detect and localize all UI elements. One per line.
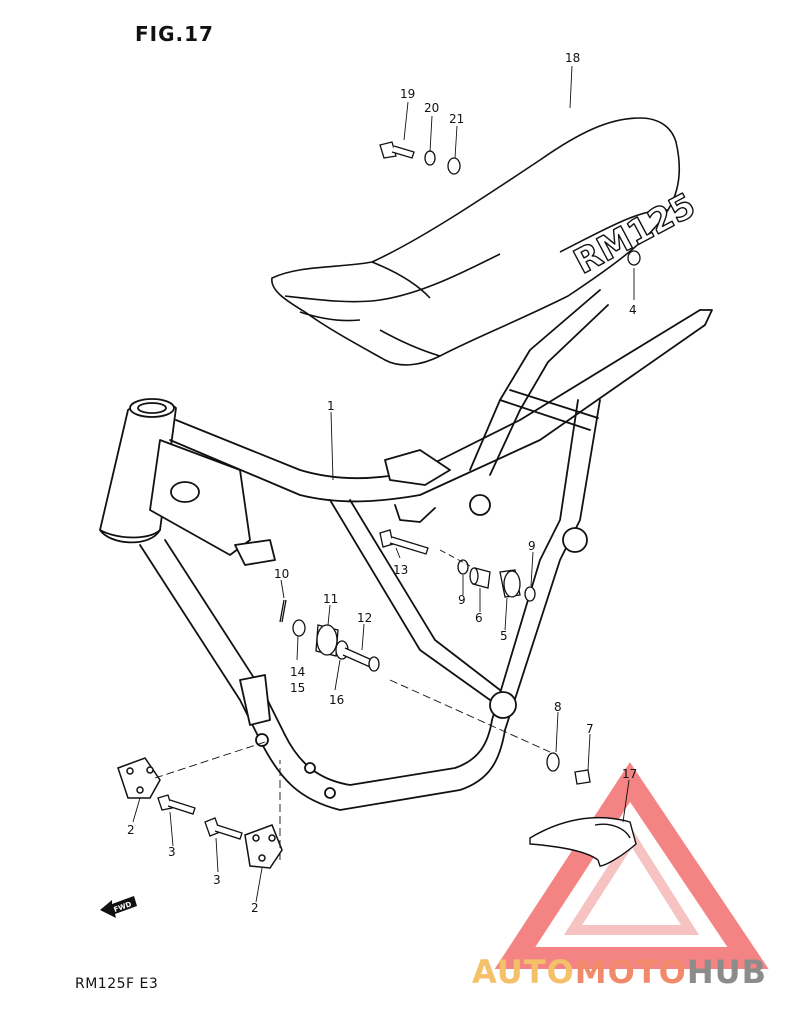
callout-19: 19 xyxy=(400,87,415,101)
watermark-text-moto: MOTO xyxy=(574,953,687,991)
callout-2-right: 2 xyxy=(251,901,259,915)
bolt-7 xyxy=(574,769,591,785)
washer-9-left xyxy=(457,559,469,575)
nut-4 xyxy=(627,250,641,266)
callout-7: 7 xyxy=(586,722,594,736)
callout-18: 18 xyxy=(565,51,580,65)
callout-13: 13 xyxy=(393,563,408,577)
washer-14 xyxy=(292,619,306,637)
washer-20 xyxy=(424,150,436,166)
bolt-3-upper xyxy=(157,794,196,815)
callout-10: 10 xyxy=(274,567,289,581)
collar-6 xyxy=(469,567,491,589)
callout-17: 17 xyxy=(622,767,637,781)
callout-6: 6 xyxy=(475,611,483,625)
callout-14: 14 xyxy=(290,665,305,679)
callout-21: 21 xyxy=(449,112,464,126)
engine-mount-plate-left xyxy=(117,757,161,799)
callout-9-left: 9 xyxy=(458,593,466,607)
bolt-3-lower xyxy=(204,817,243,840)
callout-labels: 1 2 2 3 3 4 5 6 7 8 9 9 10 11 12 13 14 1… xyxy=(127,51,637,915)
leader-lines xyxy=(132,65,635,903)
callout-1: 1 xyxy=(327,399,335,413)
callout-8: 8 xyxy=(554,700,562,714)
main-frame xyxy=(99,289,713,811)
fwd-label: FWD xyxy=(113,900,133,914)
callout-2-left: 2 xyxy=(127,823,135,837)
callout-16: 16 xyxy=(329,693,344,707)
bushing-5 xyxy=(499,569,521,598)
callout-4: 4 xyxy=(629,303,637,317)
guard-17 xyxy=(529,816,637,867)
cotter-pin-10 xyxy=(279,599,287,623)
washer-8 xyxy=(546,752,560,772)
bolt-19 xyxy=(379,141,415,159)
model-code: RM125F E3 xyxy=(75,976,159,992)
watermark-text-auto: AUTO xyxy=(472,953,575,991)
watermark-text: AUTOMOTOHUB xyxy=(472,953,767,991)
callout-5: 5 xyxy=(500,629,508,643)
bolt-13 xyxy=(379,529,429,555)
watermark-text-hub: HUB xyxy=(686,953,768,991)
callout-11: 11 xyxy=(323,592,338,606)
bushing-11 xyxy=(315,624,339,657)
watermark-logo-triangle xyxy=(494,762,769,969)
callout-15: 15 xyxy=(290,681,305,695)
callout-3-lower: 3 xyxy=(213,873,221,887)
seat: RM125 xyxy=(271,117,703,366)
callout-20: 20 xyxy=(424,101,439,115)
callout-3-upper: 3 xyxy=(168,845,176,859)
engine-mount-plate-right xyxy=(244,824,283,869)
washer-21 xyxy=(447,157,461,175)
figure-title: FIG.17 xyxy=(135,22,214,46)
callout-9-right: 9 xyxy=(528,539,536,553)
callout-12: 12 xyxy=(357,611,372,625)
forward-arrow-icon: FWD xyxy=(100,896,137,918)
washer-9-right xyxy=(524,586,536,602)
bolt-12 xyxy=(342,647,380,672)
